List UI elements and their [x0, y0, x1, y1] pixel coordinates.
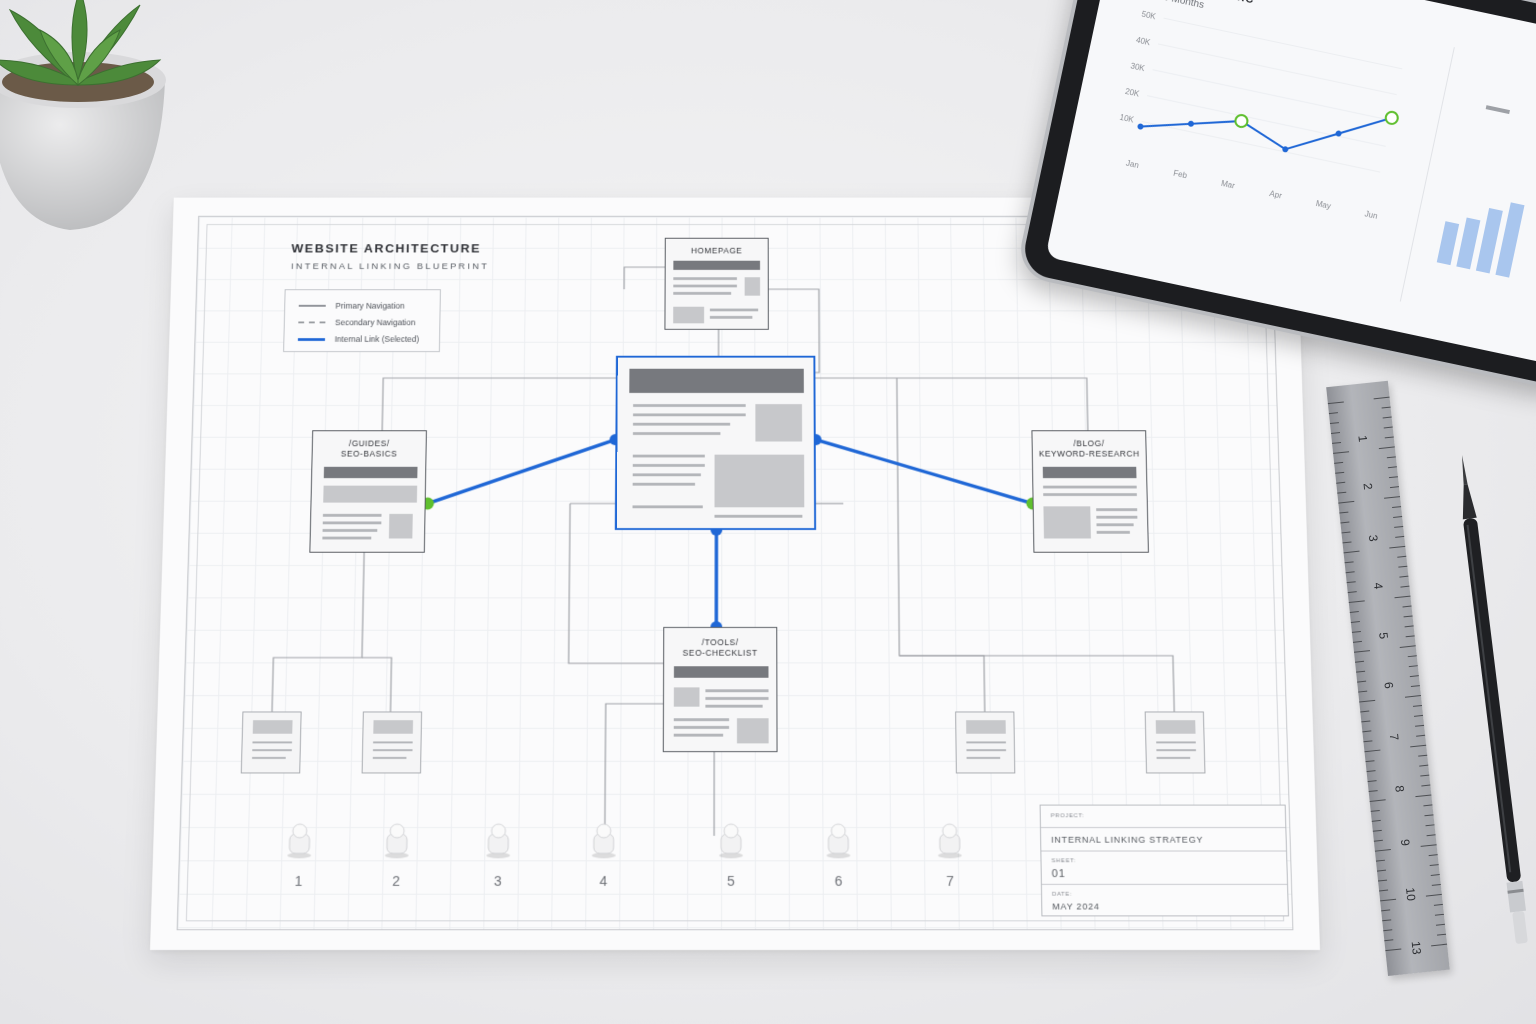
gridline: [1152, 69, 1392, 121]
tablet-screen: Organic Traffic Last 6 Months 10K20K30K4…: [1045, 0, 1536, 365]
metal-ruler: 1 2 3 4 5 6 7 8 9 10 13: [1326, 380, 1450, 976]
image-placeholder: [323, 485, 418, 503]
pin-number: 5: [727, 873, 735, 889]
push-pin-4[interactable]: [589, 820, 619, 859]
pin-number: 4: [599, 873, 608, 889]
y-tick-label: 10K: [1119, 113, 1135, 125]
pin-number: 3: [493, 873, 502, 889]
gridline: [1163, 17, 1403, 70]
succulent-plant: [0, 0, 180, 240]
ruler-number: 6: [1381, 681, 1396, 690]
data-point: [1187, 120, 1194, 127]
ruler-number: 5: [1376, 631, 1391, 640]
mechanical-pencil: [1452, 454, 1532, 949]
ruler-number: 13: [1408, 940, 1424, 956]
child-page-thumbnail[interactable]: [1144, 711, 1206, 774]
child-page-thumbnail[interactable]: [955, 711, 1016, 774]
ruler-number: 1: [1355, 434, 1371, 443]
child-page-thumbnail[interactable]: [361, 711, 423, 774]
project-label: PROJECT:: [1050, 813, 1085, 820]
image-placeholder: [744, 277, 761, 296]
tablet-device: Organic Traffic Last 6 Months 10K20K30K4…: [1014, 0, 1536, 393]
ruler-number: 10: [1402, 886, 1419, 902]
image-placeholder: [673, 687, 700, 707]
gridline: [1146, 95, 1386, 147]
node-label: HOMEPAGE: [691, 246, 743, 256]
highlighted-data-point: [1234, 114, 1249, 129]
y-tick-label: 40K: [1135, 35, 1151, 47]
blueprint-sheet: WEBSITE ARCHITECTURE INTERNAL LINKING BL…: [150, 197, 1320, 951]
pin-number: 7: [946, 873, 955, 889]
ruler-number: 4: [1370, 581, 1386, 590]
ruler-number: 8: [1392, 784, 1407, 793]
image-placeholder: [388, 513, 413, 539]
page-header-block: [323, 466, 418, 479]
title-block: PROJECT: INTERNAL LINKING STRATEGY SHEET…: [1039, 804, 1289, 917]
node-blog-keyword-research[interactable]: /BLOG/ KEYWORD-RESEARCH: [1031, 430, 1149, 553]
data-point: [1137, 123, 1144, 130]
node-tools-seo-checklist[interactable]: /TOOLS/ SEO-CHECKLIST: [662, 626, 778, 753]
date-label: DATE:: [1051, 891, 1073, 898]
gridline: [1141, 120, 1381, 173]
ruler-number: 7: [1386, 732, 1402, 742]
ruler-number: 3: [1365, 534, 1381, 543]
push-pin-5[interactable]: [716, 820, 746, 859]
data-point: [1282, 146, 1289, 153]
push-pin-7[interactable]: [935, 820, 965, 859]
pin-number: 1: [294, 873, 303, 889]
gridline: [1157, 43, 1397, 96]
image-placeholder: [1043, 506, 1091, 539]
pin-number: 6: [834, 873, 843, 889]
sheet-label: SHEET:: [1051, 858, 1077, 865]
x-tick-label: Feb: [1172, 169, 1188, 181]
node-homepage[interactable]: HOMEPAGE: [664, 237, 769, 330]
traffic-series-line: [1140, 116, 1393, 151]
panel-indicator: [1485, 105, 1510, 115]
data-point: [1335, 130, 1342, 137]
child-page-thumbnail[interactable]: [240, 711, 302, 774]
ruler-number: 9: [1397, 838, 1413, 847]
x-tick-label: Jan: [1125, 159, 1139, 170]
page-header-block: [673, 260, 761, 270]
node-label: /TOOLS/ SEO-CHECKLIST: [682, 637, 758, 658]
project-value: INTERNAL LINKING STRATEGY: [1051, 834, 1204, 845]
x-tick-label: Apr: [1269, 189, 1283, 200]
push-pin-2[interactable]: [382, 820, 413, 859]
x-tick-label: Jun: [1364, 209, 1378, 220]
page-header-block: [1042, 466, 1137, 479]
image-placeholder: [714, 454, 805, 508]
mini-bar-chart: [1436, 202, 1525, 278]
highlighted-data-point: [1384, 110, 1399, 125]
y-tick-label: 30K: [1130, 61, 1146, 73]
page-header-block: [629, 368, 804, 393]
node-label: /BLOG/ KEYWORD-RESEARCH: [1038, 438, 1140, 459]
x-tick-label: May: [1315, 199, 1332, 211]
node-guides-seo-basics[interactable]: /GUIDES/ SEO-BASICS: [309, 430, 427, 553]
image-placeholder: [673, 306, 705, 324]
pin-number: 2: [392, 873, 401, 889]
date-value: MAY 2024: [1052, 901, 1100, 912]
push-pin-3[interactable]: [483, 820, 513, 859]
y-tick-label: 50K: [1141, 10, 1157, 22]
node-hub-selected[interactable]: [614, 355, 817, 530]
image-placeholder: [755, 404, 803, 442]
x-tick-label: Mar: [1220, 179, 1236, 191]
sheet-value: 01: [1051, 868, 1066, 880]
ruler-number: 2: [1360, 482, 1376, 491]
push-pin-6[interactable]: [823, 820, 853, 859]
page-header-block: [673, 666, 769, 678]
node-label: /GUIDES/ SEO-BASICS: [340, 438, 398, 459]
image-placeholder: [736, 718, 769, 744]
push-pin-1[interactable]: [284, 820, 315, 859]
y-tick-label: 20K: [1124, 87, 1140, 99]
